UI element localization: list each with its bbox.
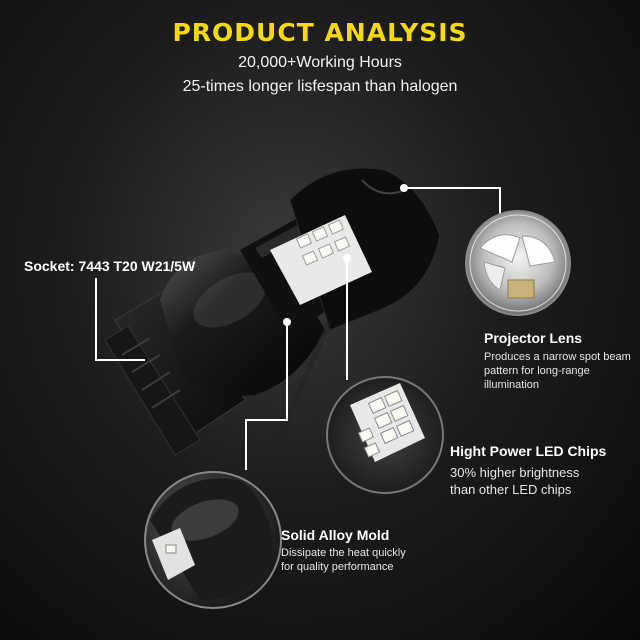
projector-lens-label: Projector Lens <box>484 330 583 346</box>
alloy-mold-detail <box>144 471 282 609</box>
mold-desc-line: for quality performance <box>281 561 394 573</box>
working-hours-text: 20,000+Working Hours <box>238 54 402 71</box>
chips-desc-line: than other LED chips <box>450 482 572 497</box>
projector-lens-detail <box>465 210 571 316</box>
led-chips-detail <box>326 376 444 494</box>
page-title: PRODUCT ANALYSIS <box>172 18 468 47</box>
led-chips-label: Hight Power LED Chips <box>450 443 607 459</box>
socket-label: Socket: 7443 T20 W21/5W <box>24 258 196 274</box>
mold-desc-line: Dissipate the heat quickly <box>281 547 406 559</box>
led-chips-description: 30% higher brightness than other LED chi… <box>450 464 579 498</box>
lifespan-text: 25-times longer lisfespan than halogen <box>182 78 458 95</box>
alloy-mold-description: Dissipate the heat quickly for quality p… <box>281 546 406 574</box>
projector-lens-description: Produces a narrow spot beam pattern for … <box>484 350 631 392</box>
alloy-mold-label: Solid Alloy Mold <box>281 527 390 543</box>
projector-desc-line: illumination <box>484 379 540 391</box>
chips-desc-line: 30% higher brightness <box>450 465 580 480</box>
led-bulb <box>104 167 441 462</box>
projector-desc-line: Produces a narrow spot beam <box>484 351 631 363</box>
projector-desc-line: pattern for long-range <box>484 365 590 377</box>
